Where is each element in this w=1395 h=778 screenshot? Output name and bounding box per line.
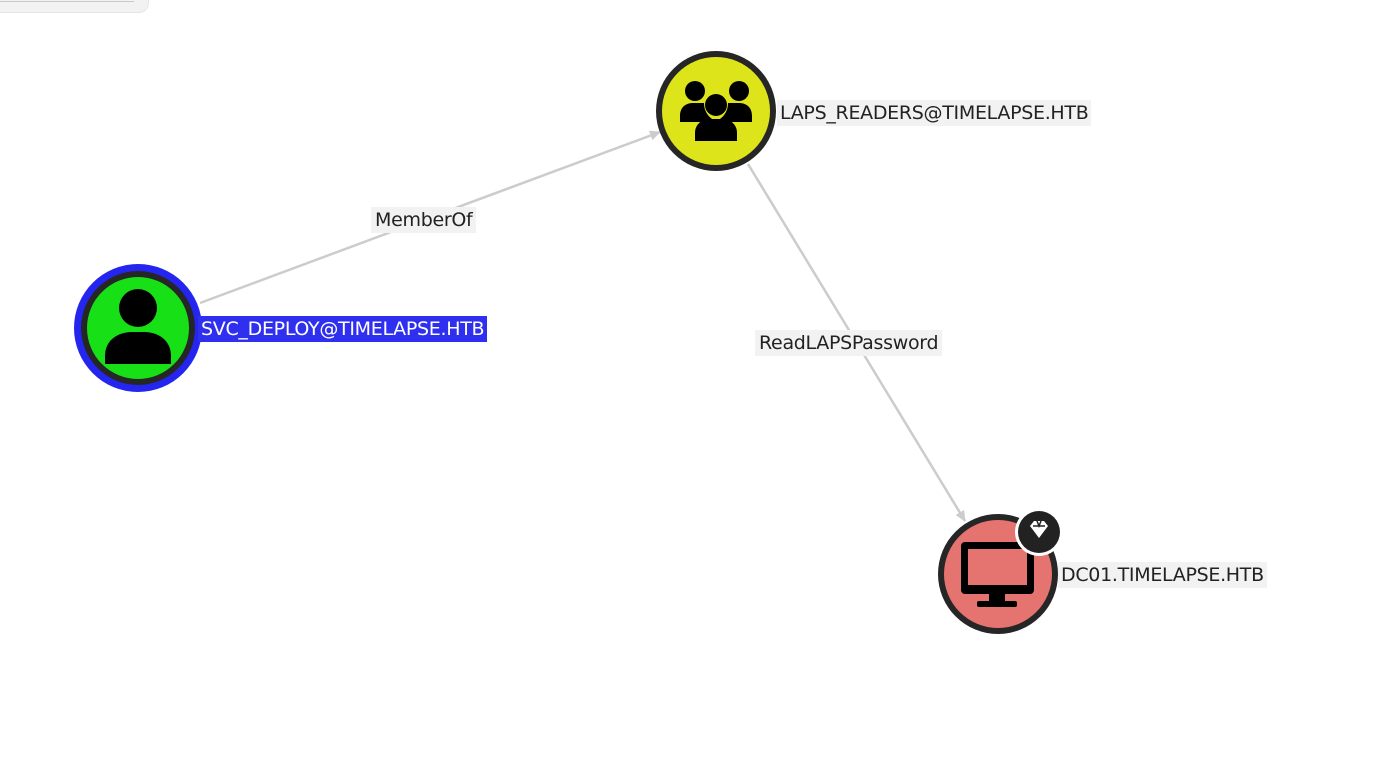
node-label-computer[interactable]: DC01.TIMELAPSE.HTB [1058, 562, 1267, 588]
node-group[interactable] [656, 51, 776, 171]
node-label-group[interactable]: LAPS_READERS@TIMELAPSE.HTB [777, 100, 1092, 126]
users-group-icon [680, 81, 752, 141]
node-user[interactable] [74, 264, 202, 392]
toolbar-divider [0, 0, 134, 2]
edge-label-read-laps-password[interactable]: ReadLAPSPassword [755, 330, 943, 356]
computer-icon [961, 542, 1034, 607]
diamond-icon [1015, 508, 1063, 556]
node-label-user[interactable]: SVC_DEPLOY@TIMELAPSE.HTB [198, 316, 488, 342]
user-icon [105, 289, 171, 364]
edge-label-member-of[interactable]: MemberOf [371, 207, 477, 233]
node-computer[interactable] [938, 508, 1063, 634]
